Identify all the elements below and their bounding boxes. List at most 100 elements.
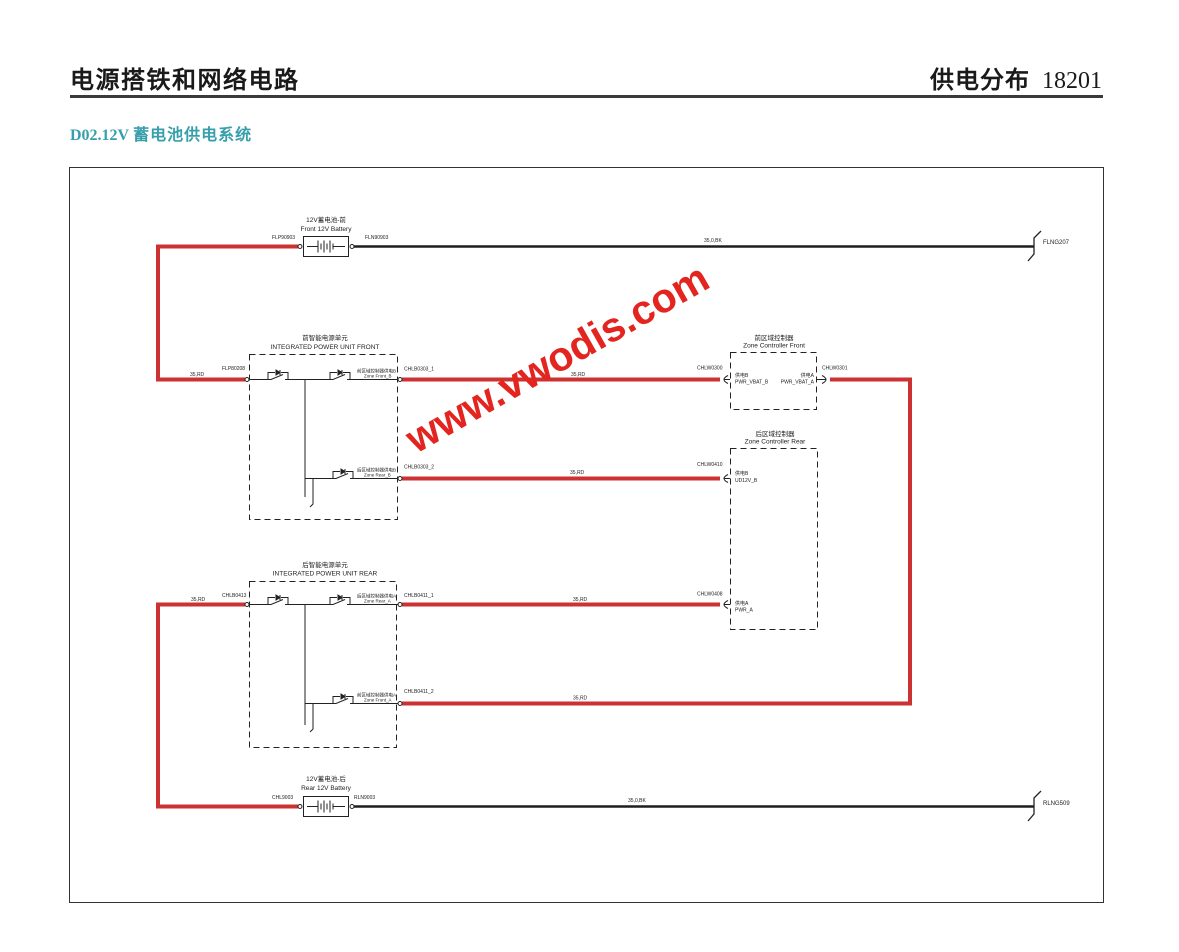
ipu-front-main-switch-icon (267, 369, 289, 380)
diagram-code: D02.12V (70, 127, 130, 144)
ipu-rear-output1-label-en: Zone Rear_A (364, 599, 391, 604)
zone-front-boundary (730, 352, 817, 410)
diagram-frame (69, 167, 1104, 903)
front-battery-name-en: Front 12V Battery (301, 226, 353, 233)
wire-front-battery-to-ipu-front (156, 244, 298, 382)
ipu-front-output1-pin: CHLB0303_1 (404, 367, 434, 373)
zone-rear-input-b-label-en: UD12V_B (735, 478, 758, 484)
zone-front-name-en: Zone Controller Front (743, 343, 805, 350)
zone-front-name-cn: 前区域控制器 (755, 333, 795, 342)
rear-battery-pin-negative: RLN9003 (354, 795, 375, 801)
zone-rear-input-a-label-en: PWR_A (735, 608, 753, 614)
zone-front-input-b-label-en: PWR_VBAT_B (735, 380, 769, 386)
rear-battery-pin-positive: CHL9003 (272, 795, 293, 801)
front-battery-pin-positive: FLP90903 (272, 235, 295, 241)
wire-label-ipu-rear-to-zone-rear: 35,RD (573, 597, 588, 603)
ipu-front-output1-label-cn: 前区域控制器供电B (357, 368, 396, 375)
ipu-rear-output2-switch-icon (332, 693, 354, 704)
ipu-rear: 后智能电源单元 INTEGRATED POWER UNIT REAR CHLB0… (222, 560, 434, 748)
ipu-front-output1-terminal (397, 377, 403, 382)
front-battery-name-cn: 12V蓄电池-前 (306, 215, 346, 224)
rear-battery: 12V蓄电池-后 Rear 12V Battery CHL9003 RLN900… (272, 774, 375, 817)
zone-rear-input-a-label-cn: 供电A (735, 600, 749, 607)
rear-battery-name-en: Rear 12V Battery (301, 785, 352, 792)
zone-rear-input-b-label-cn: 供电B (735, 470, 749, 477)
wire-label-front-battery-ground: 35,0,BK (704, 238, 722, 244)
rear-battery-body (303, 796, 349, 817)
zone-front-input-a-connector: CHLW0301 (822, 366, 848, 372)
wire-label-ipu-front-to-zone-front: 35,RD (571, 372, 586, 378)
ipu-front-output1-switch-icon (329, 369, 351, 380)
page-number: 18201 (1042, 68, 1102, 94)
ipu-front-sense-line (309, 478, 314, 508)
zone-rear-input-b-connector: CHLW0410 (697, 462, 723, 468)
ground-icon (1027, 790, 1042, 822)
wire-label-front-battery-to-ipu-front: 35,RD (190, 372, 205, 378)
watermark: www.vwodis.com (397, 254, 717, 462)
zone-front-input-a-label-cn: 供电A (801, 372, 815, 379)
rear-ground-label: RLNG509 (1043, 801, 1070, 807)
wire-label-ipu-front-to-zone-rear: 35,RD (570, 470, 585, 476)
ground-icon (1027, 230, 1042, 262)
ipu-rear-output2-terminal (397, 701, 403, 706)
ipu-front-output2-label-en: Zone Rear_B (364, 473, 391, 478)
ipu-rear-boundary (249, 581, 397, 748)
ipu-front-output2-label-cn: 后区域控制器供电B (357, 467, 396, 474)
zone-controller-rear: 后区域控制器 Zone Controller Rear CHLW0410 供电B… (697, 429, 818, 630)
ipu-front-name-cn: 前智能电源单元 (302, 333, 348, 342)
ipu-front-boundary (249, 354, 398, 520)
ipu-rear-name-en: INTEGRATED POWER UNIT REAR (273, 571, 378, 578)
wire-label-rear-battery-to-ipu-rear: 35,RD (191, 597, 206, 603)
ipu-front-output1-label-en: Zone Front_B (364, 374, 392, 379)
zone-rear-name-cn: 后区域控制器 (756, 429, 796, 438)
ipu-rear-sense-line (309, 703, 314, 733)
ipu-rear-input-pin: CHLB0413 (222, 593, 247, 599)
rear-ground: RLNG509 (1027, 790, 1070, 822)
wire-zone-front-to-ipu-rear (402, 377, 912, 706)
ipu-rear-output1-switch-icon (329, 594, 351, 605)
front-ground: FLNG207 (1027, 230, 1070, 262)
section-label: 供电分布 (930, 67, 1030, 94)
wire-rear-battery-to-ipu-rear (156, 602, 298, 809)
ipu-rear-output1-terminal (397, 602, 403, 607)
ipu-rear-output2-label-en: Zone Front_A (364, 698, 392, 703)
ipu-rear-name-cn: 后智能电源单元 (302, 560, 348, 569)
front-battery-positive-terminal (297, 244, 303, 249)
ipu-rear-main-switch-icon (267, 594, 289, 605)
ipu-rear-input-terminal (244, 602, 250, 607)
ipu-rear-output1-label-cn: 后区域控制器供电A (357, 593, 396, 600)
zone-front-input-b-connector: CHLW0300 (697, 366, 723, 372)
ipu-rear-output2-label-cn: 前区域控制器供电A (357, 692, 396, 699)
page-meta: 供电分布 18201 (930, 66, 1102, 96)
header-rule (70, 95, 1103, 98)
front-battery-negative-terminal (349, 244, 355, 249)
zone-front-input-b-label-cn: 供电B (735, 372, 749, 379)
ipu-front-output2-terminal (397, 476, 403, 481)
front-battery-pin-negative: FLN90903 (365, 235, 389, 241)
zone-rear-input-a-connector: CHLW0408 (697, 592, 723, 598)
ipu-front-name-en: INTEGRATED POWER UNIT FRONT (271, 344, 380, 351)
ipu-front-output2-pin: CHLB0303_2 (404, 465, 434, 471)
ipu-front-output2-switch-icon (332, 468, 354, 479)
front-battery-body (303, 236, 349, 257)
wire-label-zone-front-to-ipu-rear: 35,RD (573, 696, 588, 702)
zone-rear-name-en: Zone Controller Rear (745, 439, 807, 446)
zone-front-input-a-connector-icon (817, 375, 827, 384)
page-title: 电源搭铁和网络电路 (70, 67, 300, 94)
ipu-front-input-pin: FLP80208 (222, 366, 245, 372)
front-ground-label: FLNG207 (1043, 240, 1070, 246)
ipu-rear-output2-pin: CHLB0411_2 (404, 689, 434, 695)
zone-rear-input-a-connector-icon (723, 600, 730, 609)
zone-controller-front: 前区域控制器 Zone Controller Front CHLW0300 供电… (697, 333, 848, 410)
ipu-rear-output1-pin: CHLB0411_1 (404, 593, 434, 599)
rear-battery-negative-terminal (349, 804, 355, 809)
wire-label-rear-battery-ground: 35,0,BK (628, 798, 646, 804)
zone-front-input-a-label-en: PWR_VBAT_A (781, 380, 815, 386)
front-battery: 12V蓄电池-前 Front 12V Battery FLP90903 FLN9… (272, 215, 389, 257)
ipu-front-input-terminal (244, 377, 250, 382)
rear-battery-name-cn: 12V蓄电池-后 (306, 774, 346, 783)
zone-rear-input-b-connector-icon (723, 474, 730, 483)
zone-rear-boundary (730, 448, 818, 630)
diagram-title: 蓄电池供电系统 (133, 127, 253, 144)
